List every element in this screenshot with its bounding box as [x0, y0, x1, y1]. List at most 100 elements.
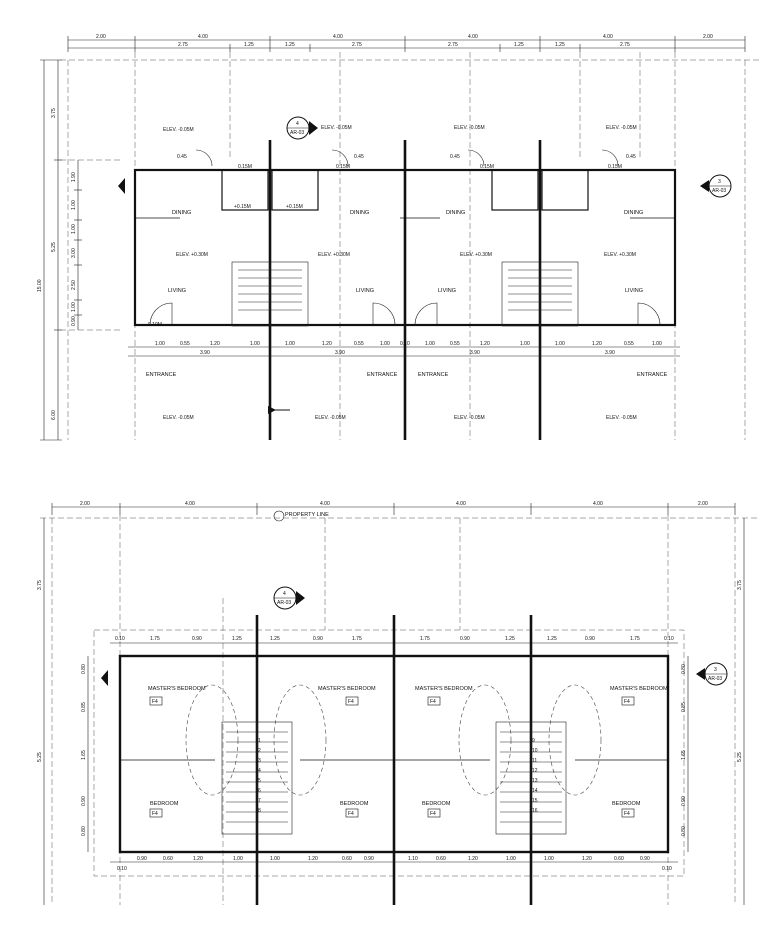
- gf-top-dim-6: 2.00: [703, 34, 713, 40]
- gf-misc-elev-7: 0.10M: [148, 322, 162, 328]
- gf-room-dining-4: DINING: [624, 210, 643, 216]
- sf-elev-tag-num: 3: [714, 667, 717, 673]
- gf-section-tag-num: 4: [296, 121, 299, 127]
- gf-top-dim-2: 4.00: [198, 34, 208, 40]
- sf-right-inner-5: 0.80: [681, 826, 687, 836]
- sf-right-dim-2: 5.25: [737, 752, 743, 762]
- gf-small-dim-1: 0.45: [177, 154, 187, 160]
- gf-inside-elev-1: ELEV. +0.30M: [176, 252, 208, 258]
- stair-step-9: 9: [532, 738, 535, 744]
- sf-bottom-dimension-string: 0.10 0.90 0.60 1.20 1.00 1.00 1.20 0.60 …: [110, 856, 678, 872]
- gf-bottom-dim-14: 1.00: [555, 341, 565, 347]
- sf-2nd-dim-3: 0.90: [192, 636, 202, 642]
- sf-bedroom-2: BEDROOM: [340, 801, 369, 807]
- gf-2nd-dim-8: 2.75: [620, 42, 630, 48]
- sf-bottom-dim-15: 1.20: [582, 856, 592, 862]
- sf-stair-right: [495, 721, 567, 835]
- gf-stair-right: [501, 261, 579, 327]
- sf-section-tag: 4 AR-03: [273, 586, 305, 610]
- sf-bottom-dim-8: 0.60: [342, 856, 352, 862]
- gf-bottom-dim-7: 0.55: [354, 341, 364, 347]
- gf-2nd-dim-7: 1.25: [555, 42, 565, 48]
- gf-section-tag-sheet: AR-03: [290, 130, 304, 136]
- sf-finish-tag-8: F4: [624, 811, 630, 817]
- sf-section-tag-num: 4: [283, 591, 286, 597]
- gf-grid-lines: [60, 52, 760, 440]
- gf-bottom-dim-6: 1.20: [322, 341, 332, 347]
- stair-step-7: 7: [258, 798, 261, 804]
- sf-bottom-dim-7: 1.20: [308, 856, 318, 862]
- sf-right-dimension-string: 3.75 5.25 0.80 0.85 1.65 0.90 0.80: [681, 518, 745, 905]
- sf-top-dimension-string: 2.00 4.00 4.00 4.00 4.00 2.00: [51, 501, 736, 515]
- gf-sub-dim-1: 3.90: [200, 350, 210, 356]
- gf-bottom-dim-12: 1.20: [480, 341, 490, 347]
- gf-outside-elev-5: ELEV. -0.05M: [163, 415, 194, 421]
- sf-left-inner-3: 1.65: [81, 750, 87, 760]
- stair-step-5: 5: [258, 778, 261, 784]
- sf-bedroom-1: BEDROOM: [150, 801, 179, 807]
- gf-bottom-dim-5: 1.00: [285, 341, 295, 347]
- gf-2nd-dim-3: 1.25: [285, 42, 295, 48]
- sf-building-walls: [118, 615, 670, 905]
- sf-bedroom-4: BEDROOM: [612, 801, 641, 807]
- sf-bottom-dim-13: 1.00: [506, 856, 516, 862]
- sf-master-bedroom-2: MASTER'S BEDROOM: [318, 686, 376, 692]
- sf-bottom-dim-17: 0.90: [640, 856, 650, 862]
- stair-step-8: 8: [258, 808, 261, 814]
- gf-misc-elev-3: 0.15M: [480, 164, 494, 170]
- sf-2nd-dim-5: 1.25: [270, 636, 280, 642]
- sf-left-inner-1: 0.80: [81, 664, 87, 674]
- gf-door-swings: [149, 149, 661, 326]
- sf-bed-outlines: [185, 684, 602, 796]
- gf-inside-elev-3: ELEV. +0.30M: [460, 252, 492, 258]
- sf-2nd-dim-10: 1.25: [505, 636, 515, 642]
- gf-room-living-2: LIVING: [356, 288, 374, 294]
- gf-misc-elev-5: +0.15M: [234, 204, 251, 210]
- sf-bottom-dim-10: 1.10: [408, 856, 418, 862]
- gf-left-dim-3: 5.25: [51, 242, 57, 252]
- gf-entrance-3: ENTRANCE: [418, 372, 449, 378]
- sf-bottom-dim-6: 1.00: [270, 856, 280, 862]
- property-line-label: PROPERTY LINE: [273, 510, 329, 522]
- sf-bottom-dim-9: 0.90: [364, 856, 374, 862]
- gf-left-dimension-string: 3.75 15.00 5.25 6.00 1.90 1.00 1.00 3.00…: [37, 59, 82, 441]
- gf-room-living-3: LIVING: [438, 288, 456, 294]
- gf-2nd-dim-2: 1.25: [244, 42, 254, 48]
- gf-small-dim-3: 0.45: [450, 154, 460, 160]
- stair-step-12: 12: [532, 768, 538, 774]
- sf-bottom-dim-14: 1.00: [544, 856, 554, 862]
- gf-inner-dim-4: 3.00: [71, 248, 77, 258]
- gf-outside-elev-7: ELEV. -0.05M: [454, 415, 485, 421]
- sf-stair-left: [221, 721, 293, 835]
- gf-room-dining-2: DINING: [350, 210, 369, 216]
- gf-misc-elev-2: 0.15M: [336, 164, 350, 170]
- sf-finish-tag-4: F4: [624, 699, 630, 705]
- gf-bottom-dim-3: 1.20: [210, 341, 220, 347]
- sf-finish-tag-6: F4: [348, 811, 354, 817]
- sf-master-bedroom-1: MASTER'S BEDROOM: [148, 686, 206, 692]
- sf-top-dim-4: 4.00: [456, 501, 466, 507]
- sf-elevation-tag: 3 AR-03: [101, 662, 728, 686]
- sf-bedroom-3: BEDROOM: [422, 801, 451, 807]
- sf-left-inner-2: 0.85: [81, 702, 87, 712]
- sf-stair-step-numbers: 1 2 3 4 5 6 7 8 9 10 11 12 13 14 15 16: [258, 738, 538, 814]
- sf-finish-tag-5: F4: [152, 811, 158, 817]
- property-line-text: PROPERTY LINE: [285, 512, 329, 518]
- gf-left-dim-4: 6.00: [51, 410, 57, 420]
- gf-bottom-dim-16: 0.55: [624, 341, 634, 347]
- gf-small-dim-4: 0.45: [626, 154, 636, 160]
- gf-top-dim-1: 2.00: [96, 34, 106, 40]
- gf-room-living-1: LIVING: [168, 288, 186, 294]
- gf-bottom-dim-13: 1.00: [520, 341, 530, 347]
- gf-sub-dim-2: 3.90: [335, 350, 345, 356]
- gf-inner-dim-3: 1.00: [71, 224, 77, 234]
- gf-left-dim-1: 3.75: [51, 108, 57, 118]
- sf-2nd-dim-8: 1.75: [420, 636, 430, 642]
- gf-outside-elev-6: ELEV. -0.05M: [315, 415, 346, 421]
- sf-right-dim-1: 3.75: [737, 580, 743, 590]
- gf-section-tag: 4 AR-03: [268, 116, 318, 414]
- gf-inside-elev-2: ELEV. +0.30M: [318, 252, 350, 258]
- sf-2nd-dim-6: 0.90: [313, 636, 323, 642]
- sf-2nd-dim-11: 1.25: [547, 636, 557, 642]
- gf-inner-dim-6: 1.00: [71, 302, 77, 312]
